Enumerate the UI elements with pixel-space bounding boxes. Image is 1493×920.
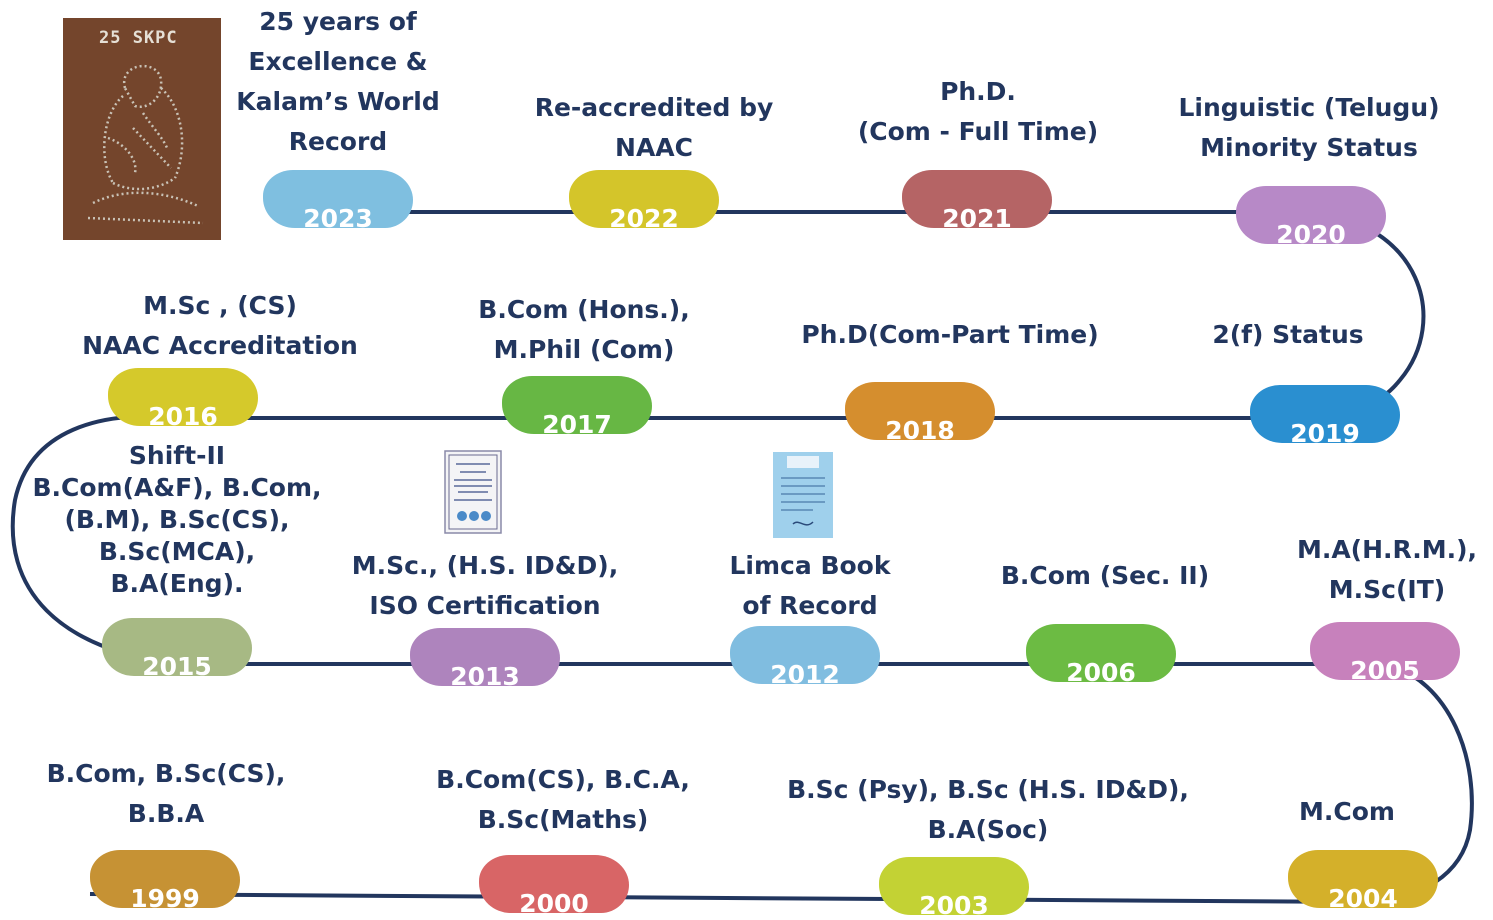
year-text: 2019 — [1290, 419, 1360, 448]
label-line: Re-accredited by — [534, 93, 774, 122]
year-pill-2018: 2018 — [845, 382, 995, 445]
year-text: 2021 — [942, 204, 1012, 233]
milestone-1999-label: B.Com, B.Sc(CS), B.B.A — [36, 754, 296, 834]
label-line: Ph.D(Com-Part Time) — [801, 320, 1099, 349]
label-line: M.Sc(IT) — [1328, 575, 1446, 604]
year-text: 2015 — [142, 652, 212, 681]
label-line: B.Sc(MCA), — [98, 537, 256, 566]
year-pill-1999: 1999 — [90, 850, 240, 913]
label-line: M.Sc., (H.S. ID&D), — [351, 551, 619, 580]
year-text: 2012 — [770, 660, 840, 689]
milestone-2004-label: M.Com — [1272, 792, 1422, 832]
year-pill-2021: 2021 — [902, 170, 1052, 233]
milestone-2023-label: 25 years of Excellence & Kalam’s World R… — [233, 2, 443, 162]
label-line: Limca Book — [729, 551, 891, 580]
label-line: of Record — [742, 591, 878, 620]
label-line: M.Phil (Com) — [493, 335, 675, 364]
label-line: B.Com (Hons.), — [478, 295, 690, 324]
year-text: 2016 — [148, 402, 218, 431]
label-line: NAAC — [615, 133, 693, 162]
year-text: 2006 — [1066, 658, 1136, 687]
year-pill-2013: 2013 — [410, 628, 560, 691]
label-line: ISO Certification — [369, 591, 601, 620]
year-pill-2006: 2006 — [1026, 624, 1176, 687]
milestone-2017-label: B.Com (Hons.), M.Phil (Com) — [464, 290, 704, 370]
milestone-2000-label: B.Com(CS), B.C.A, B.Sc(Maths) — [420, 760, 706, 840]
year-pill-2022: 2022 — [569, 170, 719, 233]
portrait-artwork-icon — [63, 18, 221, 240]
label-line: Linguistic (Telugu) — [1178, 93, 1440, 122]
label-line: B.Sc (Psy), B.Sc (H.S. ID&D), — [787, 775, 1189, 804]
label-line: Minority Status — [1200, 133, 1418, 162]
milestone-2016-label: M.Sc , (CS) NAAC Accreditation — [70, 286, 370, 366]
label-line: Ph.D. — [940, 77, 1016, 106]
label-line: M.A(H.R.M.), — [1296, 535, 1478, 564]
year-text: 2023 — [303, 204, 373, 233]
college-photo: 25 SKPC — [63, 18, 221, 240]
year-text: 2000 — [519, 889, 589, 918]
year-text: 2013 — [450, 662, 520, 691]
milestone-2012-label: Limca Book of Record — [690, 546, 930, 626]
milestone-2018-label: Ph.D(Com-Part Time) — [796, 315, 1104, 355]
label-line: B.Com, B.Sc(CS), — [46, 759, 286, 788]
milestone-2020-label: Linguistic (Telugu) Minority Status — [1164, 88, 1454, 168]
milestone-2015-label: Shift-II B.Com(A&F), B.Com, (B.M), B.Sc(… — [22, 440, 332, 600]
iso-certificate-icon — [444, 450, 502, 534]
milestone-2013-label: M.Sc., (H.S. ID&D), ISO Certification — [344, 546, 626, 626]
label-line: M.Sc , (CS) — [143, 291, 297, 320]
milestone-2022-label: Re-accredited by NAAC — [524, 88, 784, 168]
year-text: 1999 — [130, 884, 200, 913]
label-line: 2(f) Status — [1212, 320, 1364, 349]
limca-certificate-icon — [773, 452, 833, 538]
timeline-path — [10, 210, 1474, 904]
year-text: 2003 — [919, 891, 989, 920]
milestone-2005-label: M.A(H.R.M.), M.Sc(IT) — [1282, 530, 1492, 610]
year-pill-2003: 2003 — [879, 857, 1029, 920]
label-line: B.B.A — [127, 799, 205, 828]
label-line: 25 years of — [259, 7, 417, 36]
label-line: B.Com (Sec. II) — [1000, 561, 1210, 590]
label-line: (B.M), B.Sc(CS), — [64, 505, 290, 534]
year-pill-2016: 2016 — [108, 368, 258, 431]
year-text: 2018 — [885, 416, 955, 445]
year-pill-2023: 2023 — [263, 170, 413, 233]
milestone-2006-label: B.Com (Sec. II) — [985, 556, 1225, 596]
year-text: 2017 — [542, 410, 612, 439]
year-pill-2015: 2015 — [102, 618, 252, 681]
label-line: B.A(Eng). — [110, 569, 244, 598]
label-line: B.A(Soc) — [927, 815, 1049, 844]
label-line: NAAC Accreditation — [82, 331, 358, 360]
year-text: 2020 — [1276, 220, 1346, 249]
label-line: B.Com(CS), B.C.A, — [436, 765, 690, 794]
year-pill-2000: 2000 — [479, 855, 629, 918]
year-pill-2020: 2020 — [1236, 186, 1386, 249]
year-text: 2022 — [609, 204, 679, 233]
label-line: B.Com(A&F), B.Com, — [32, 473, 322, 502]
year-text: 2004 — [1328, 884, 1398, 913]
label-line: Kalam’s World — [236, 87, 440, 116]
milestone-2021-label: Ph.D. (Com - Full Time) — [848, 72, 1108, 152]
label-line: Record — [288, 127, 388, 156]
label-line: M.Com — [1299, 797, 1395, 826]
photo-caption: 25 SKPC — [99, 28, 178, 48]
label-line: Shift-II — [128, 441, 226, 470]
year-pill-2004: 2004 — [1288, 850, 1438, 913]
milestone-2003-label: B.Sc (Psy), B.Sc (H.S. ID&D), B.A(Soc) — [770, 770, 1206, 850]
label-line: (Com - Full Time) — [857, 117, 1099, 146]
label-line: Excellence & — [248, 47, 428, 76]
year-pill-2019: 2019 — [1250, 385, 1400, 448]
year-pill-2012: 2012 — [730, 626, 880, 689]
year-pill-2005: 2005 — [1310, 622, 1460, 685]
year-pill-2017: 2017 — [502, 376, 652, 439]
milestone-2019-label: 2(f) Status — [1190, 315, 1386, 355]
year-text: 2005 — [1350, 656, 1420, 685]
label-line: B.Sc(Maths) — [477, 805, 649, 834]
